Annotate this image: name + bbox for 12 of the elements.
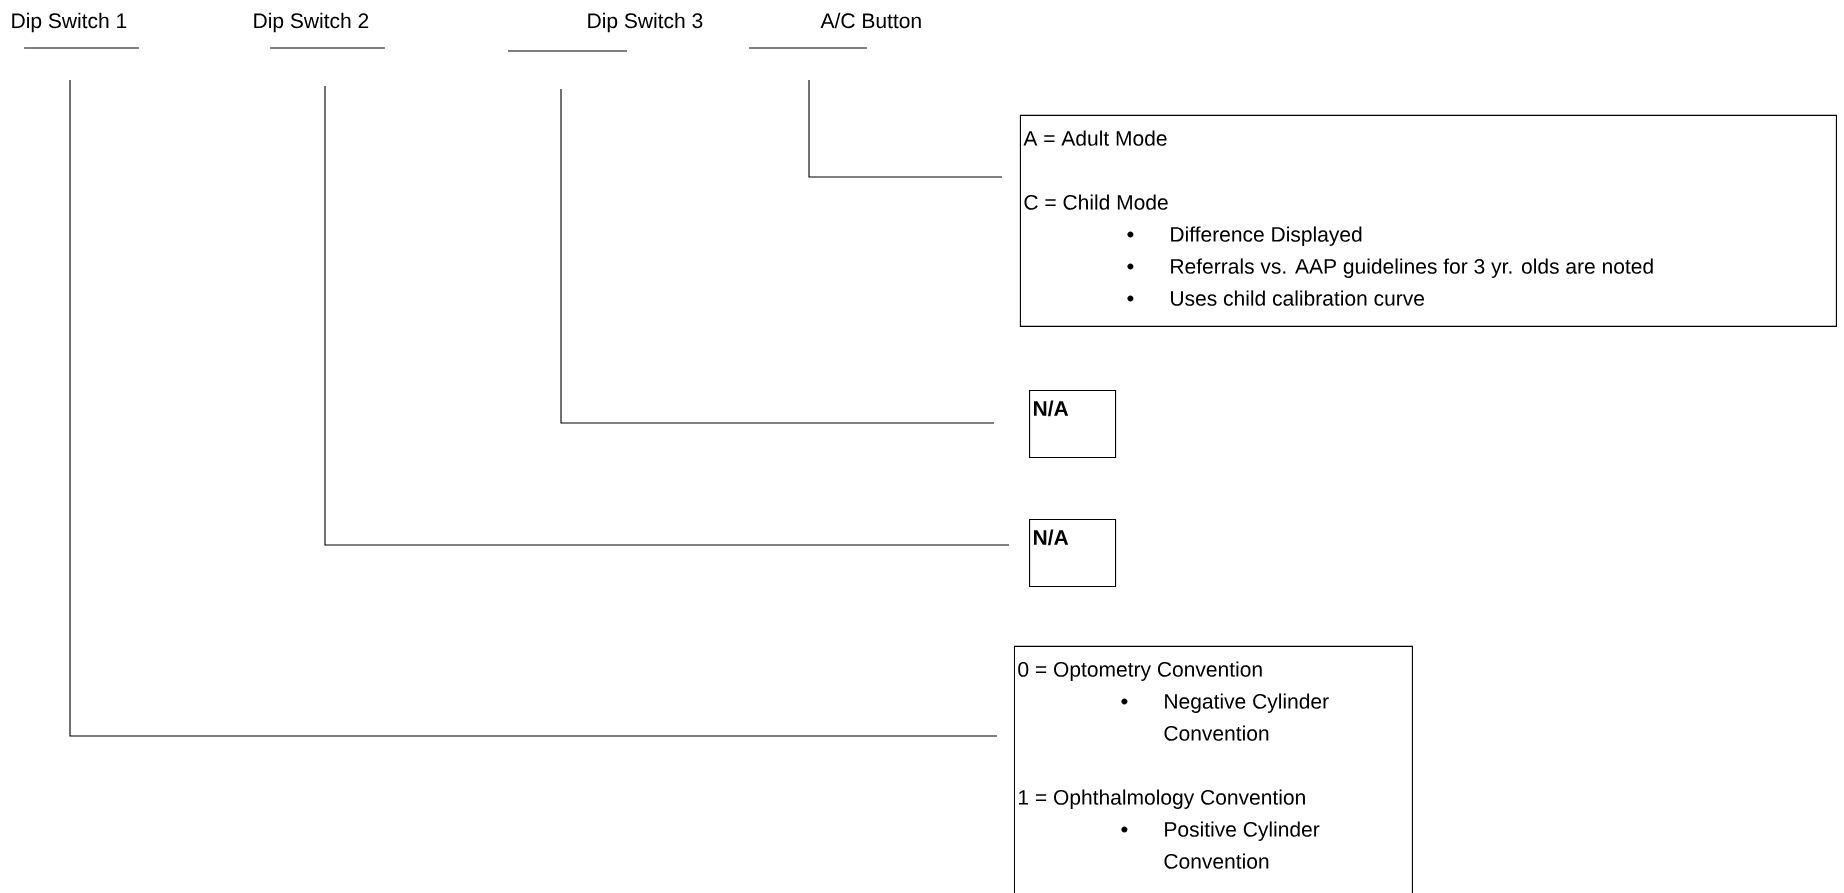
leader-line — [324, 85, 1010, 546]
note-box: A = Adult Mode C = Child Mode Difference Displayed Referrals vs. AAP guidelines for 3 yr. olds are noted Uses child calibration curve — [1019, 114, 1837, 327]
switch-label: A/C Button — [820, 12, 921, 29]
note-box: 0 = Optometry Convention Negative Cylinder Convention 1 = Ophthalmology Convention Positive Cylinder Convention — [1013, 645, 1413, 893]
value-box: N/A — [1029, 519, 1117, 588]
value-box: N/A — [1029, 390, 1117, 459]
switch-label: Dip Switch 1 — [12, 12, 127, 33]
leader-line — [69, 79, 998, 737]
switch-label: Dip Switch 3 — [588, 12, 703, 33]
switch-label: Dip Switch 2 — [254, 12, 369, 33]
leader-line — [560, 88, 995, 424]
leader-line — [808, 79, 1003, 178]
